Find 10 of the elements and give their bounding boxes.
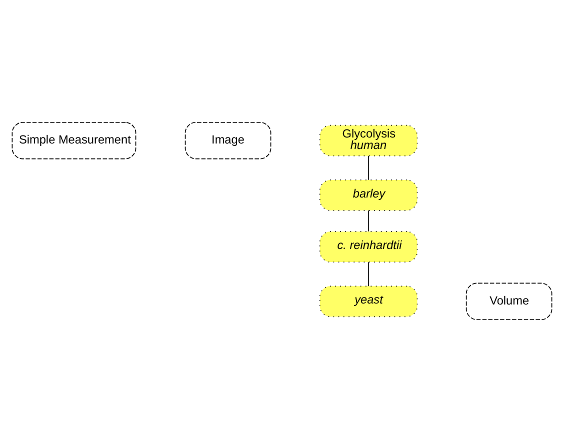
node-box: c. reinhardtii	[319, 230, 418, 262]
node-box: yeast	[319, 285, 418, 317]
node-box: Simple Measurement	[12, 121, 136, 159]
connector	[368, 261, 369, 286]
node-box: Glycolysis human	[319, 124, 418, 156]
connector	[368, 154, 369, 180]
node-box: Image	[184, 121, 272, 159]
connector	[368, 210, 369, 232]
node-box: Volume	[466, 282, 552, 320]
node-box: barley	[319, 179, 418, 210]
